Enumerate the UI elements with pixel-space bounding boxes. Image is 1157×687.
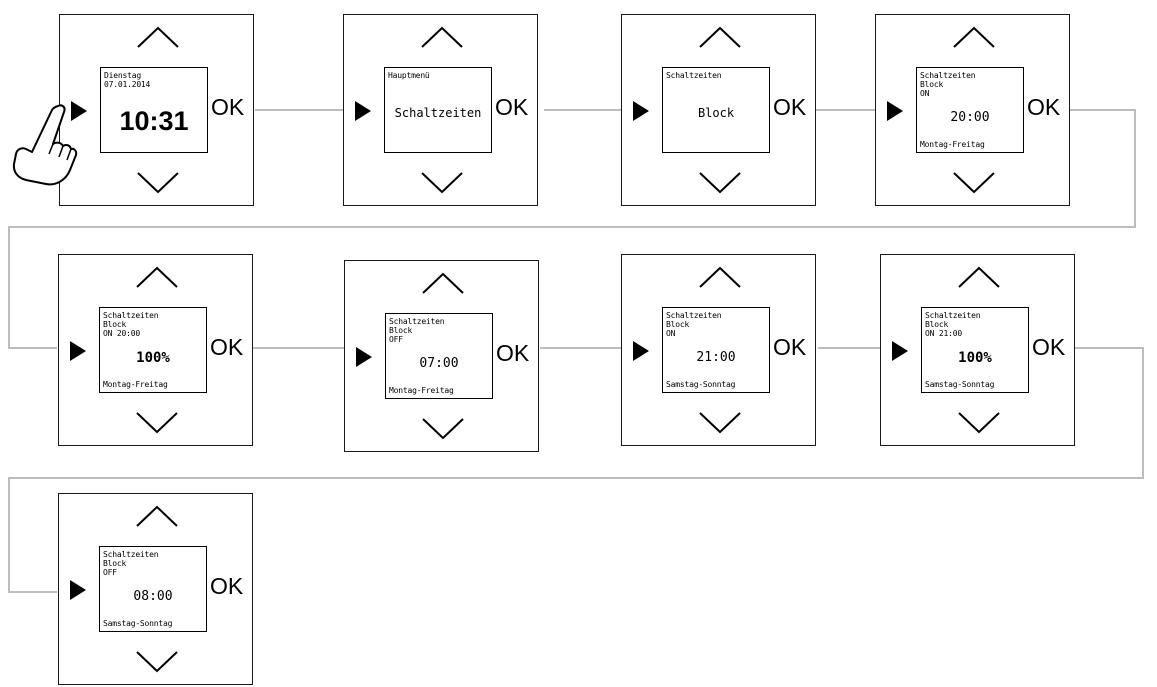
up-arrow-icon[interactable] [957, 265, 1001, 289]
down-arrow-icon[interactable] [957, 411, 1001, 435]
up-arrow-icon[interactable] [136, 25, 180, 49]
lcd-screen: Schaltzeiten Block ON 21:00 100% Samstag… [921, 307, 1029, 393]
play-icon[interactable] [632, 100, 650, 122]
play-icon[interactable] [69, 340, 87, 362]
lcd-screen: Schaltzeiten Block OFF 07:00 Montag-Frei… [385, 313, 493, 399]
ok-button[interactable]: OK [495, 94, 529, 120]
play-icon[interactable] [886, 100, 904, 122]
ok-button[interactable]: OK [210, 573, 244, 599]
screen-value: 21:00 [696, 350, 736, 365]
down-arrow-icon[interactable] [135, 650, 179, 674]
screen-title: Schaltzeiten [389, 317, 445, 326]
screen-line3: OFF [389, 335, 403, 344]
down-arrow-icon[interactable] [698, 171, 742, 195]
device-panel-block-off-weekday: Schaltzeiten Block OFF 07:00 Montag-Frei… [344, 260, 539, 452]
screen-line3: ON [920, 89, 930, 98]
screen-line3: ON 20:00 [103, 329, 140, 338]
lcd-screen: Schaltzeiten Block ON 20:00 Montag-Freit… [916, 67, 1024, 153]
device-panel-schaltzeiten: Schaltzeiten Block OK [621, 14, 816, 206]
play-icon[interactable] [70, 100, 88, 122]
hand-pointer-icon [12, 104, 78, 186]
device-panel-block-on-weekend: Schaltzeiten Block ON 21:00 Samstag-Sonn… [621, 254, 816, 446]
screen-line3: ON [666, 329, 676, 338]
ok-button[interactable]: OK [1027, 94, 1061, 120]
screen-line3: OFF [103, 568, 117, 577]
screen-value: 100% [958, 350, 992, 366]
lcd-screen: Schaltzeiten Block ON 20:00 100% Montag-… [99, 307, 207, 393]
ok-button[interactable]: OK [496, 340, 530, 366]
screen-line2: Block [925, 320, 949, 329]
device-panel-weekday-percent: Schaltzeiten Block ON 20:00 100% Montag-… [58, 254, 253, 446]
up-arrow-icon[interactable] [698, 25, 742, 49]
ok-button[interactable]: OK [211, 94, 245, 120]
screen-title: Schaltzeiten [925, 311, 981, 320]
screen-value: Block [697, 106, 735, 120]
device-panel-block-off-weekend: Schaltzeiten Block OFF 08:00 Samstag-Son… [58, 493, 253, 685]
screen-line2: Block [666, 320, 690, 329]
up-arrow-icon[interactable] [952, 25, 996, 49]
lcd-screen: Schaltzeiten Block OFF 08:00 Samstag-Son… [99, 546, 207, 632]
ok-button[interactable]: OK [773, 334, 807, 360]
device-panel-weekend-percent: Schaltzeiten Block ON 21:00 100% Samstag… [880, 254, 1075, 446]
play-icon[interactable] [891, 340, 909, 362]
down-arrow-icon[interactable] [698, 411, 742, 435]
lcd-screen: Schaltzeiten Block ON 21:00 Samstag-Sonn… [662, 307, 770, 393]
screen-value: 20:00 [950, 110, 990, 125]
down-arrow-icon[interactable] [135, 411, 179, 435]
device-panel-block-on-weekday: Schaltzeiten Block ON 20:00 Montag-Freit… [875, 14, 1070, 206]
screen-value: 100% [136, 350, 170, 366]
up-arrow-icon[interactable] [135, 504, 179, 528]
screen-line2: Block [920, 80, 944, 89]
screen-line3: ON 21:00 [925, 329, 962, 338]
up-arrow-icon[interactable] [421, 271, 465, 295]
screen-footer: Montag-Freitag [389, 386, 454, 395]
screen-date: 07.01.2014 [104, 80, 151, 89]
lcd-screen: Hauptmenü Schaltzeiten [384, 67, 492, 153]
up-arrow-icon[interactable] [420, 25, 464, 49]
up-arrow-icon[interactable] [135, 265, 179, 289]
lcd-screen: Dienstag 07.01.2014 10:31 [100, 67, 208, 153]
play-icon[interactable] [354, 100, 372, 122]
device-panel-clock: Dienstag 07.01.2014 10:31 OK [59, 14, 254, 206]
down-arrow-icon[interactable] [420, 171, 464, 195]
play-icon[interactable] [69, 579, 87, 601]
screen-line2: Block [389, 326, 413, 335]
screen-title: Schaltzeiten [666, 71, 722, 80]
screen-value: 08:00 [133, 589, 173, 604]
down-arrow-icon[interactable] [136, 171, 180, 195]
screen-title: Hauptmenü [388, 71, 430, 80]
connector-4-5 [8, 109, 1136, 349]
screen-line2: Block [103, 320, 127, 329]
screen-value: 07:00 [419, 356, 459, 371]
down-arrow-icon[interactable] [952, 171, 996, 195]
screen-title: Schaltzeiten [103, 311, 159, 320]
screen-footer: Samstag-Sonntag [925, 380, 995, 389]
screen-line2: Block [103, 559, 127, 568]
screen-footer: Montag-Freitag [103, 380, 168, 389]
play-icon[interactable] [355, 346, 373, 368]
lcd-screen: Schaltzeiten Block [662, 67, 770, 153]
screen-time: 10:31 [119, 106, 189, 136]
screen-value: Schaltzeiten [394, 106, 482, 120]
screen-title: Schaltzeiten [666, 311, 722, 320]
ok-button[interactable]: OK [773, 94, 807, 120]
screen-footer: Samstag-Sonntag [666, 380, 736, 389]
ok-button[interactable]: OK [1032, 334, 1066, 360]
screen-footer: Montag-Freitag [920, 140, 985, 149]
play-icon[interactable] [632, 340, 650, 362]
down-arrow-icon[interactable] [421, 417, 465, 441]
connector-8-9 [8, 347, 1144, 593]
screen-footer: Samstag-Sonntag [103, 619, 173, 628]
screen-title: Dienstag [104, 71, 141, 80]
screen-title: Schaltzeiten [103, 550, 159, 559]
device-panel-main-menu: Hauptmenü Schaltzeiten OK [343, 14, 538, 206]
screen-title: Schaltzeiten [920, 71, 976, 80]
ok-button[interactable]: OK [210, 334, 244, 360]
up-arrow-icon[interactable] [698, 265, 742, 289]
